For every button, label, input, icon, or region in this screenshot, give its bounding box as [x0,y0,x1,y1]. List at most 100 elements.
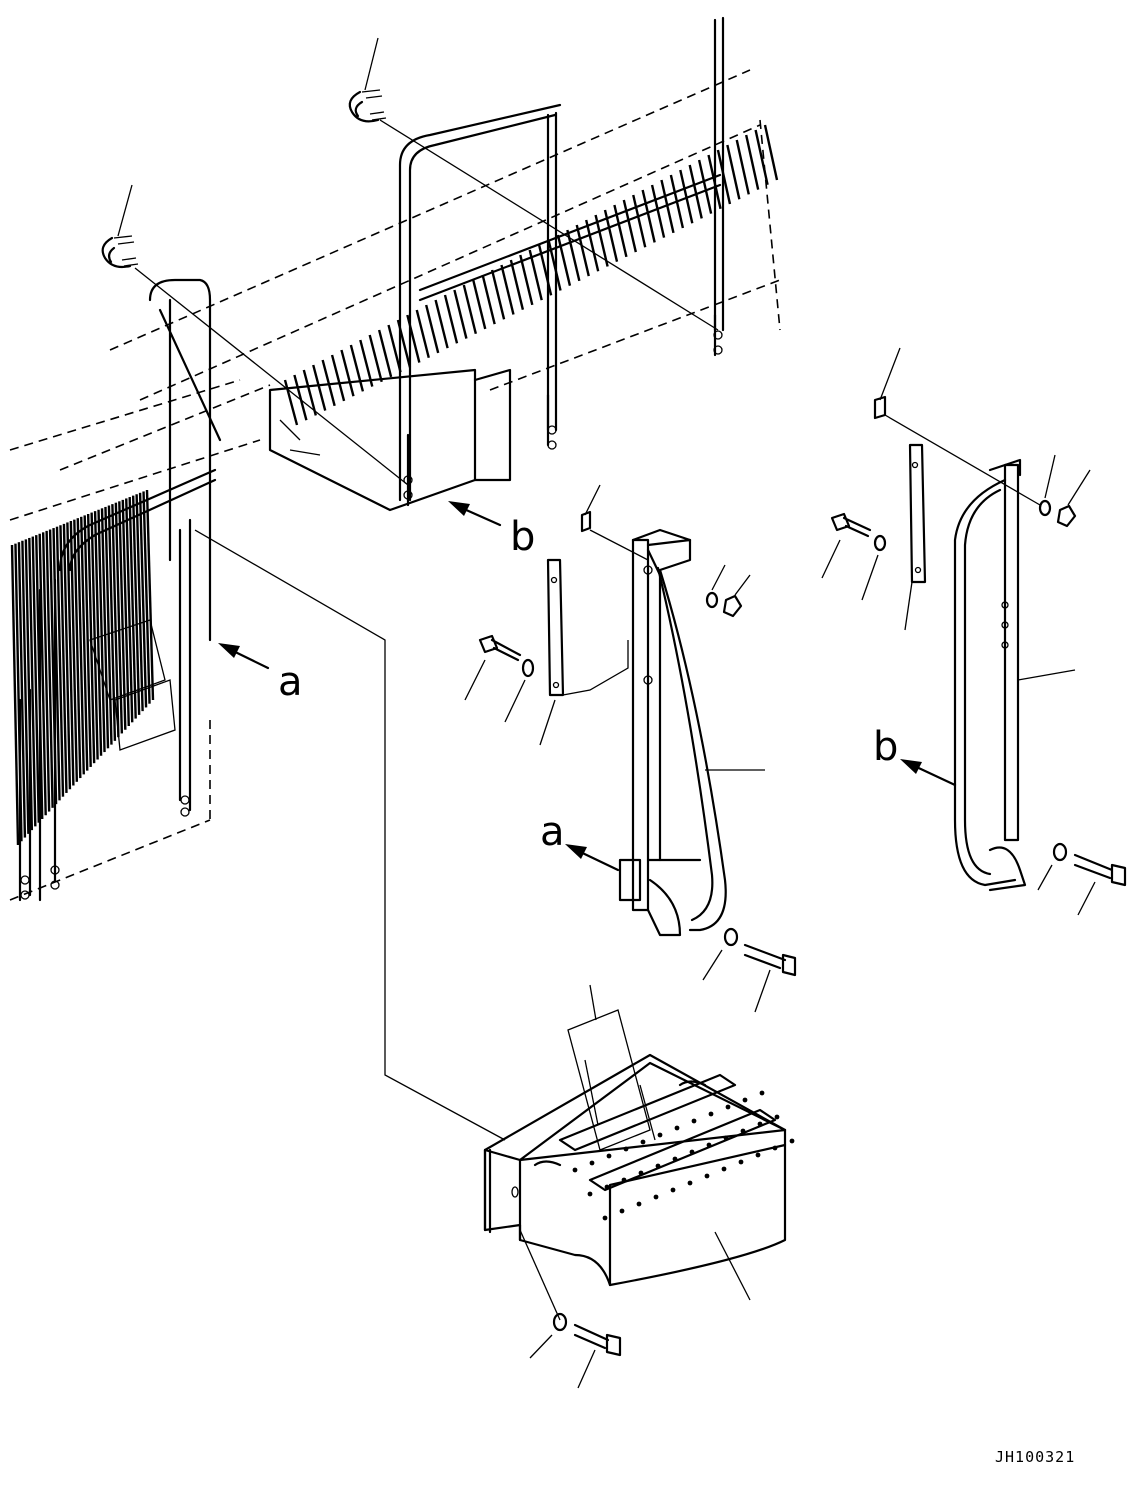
grating-bar [519,254,534,306]
grating-bar [104,506,113,745]
grating-bar [38,533,47,816]
step-hole [670,1187,676,1193]
step-hole [602,1215,608,1221]
grating-bar [118,501,127,730]
grating-bar [688,164,703,219]
step-hole [589,1160,595,1166]
grating-bar [500,264,515,315]
step-hole [759,1090,765,1096]
grating-bar [763,124,779,181]
grating-bar [121,499,130,727]
grating-bar [62,523,72,790]
step-tread-2 [588,1108,777,1192]
grating-bar [66,522,75,786]
grating-bar [128,497,137,719]
grating-bar [321,359,336,407]
grating-bar [340,349,355,397]
grating-bar [575,224,590,277]
step-hole [687,1180,693,1186]
grating-bar [55,526,65,797]
step-hole [604,1184,610,1190]
grating-bar [28,537,37,827]
grating-bar [735,139,750,195]
step-hole [640,1139,646,1145]
grating-bar [131,495,141,715]
step-tread-1 [558,1073,737,1152]
grating-bar [547,239,562,291]
grating-bar [594,214,609,267]
grating-bar [462,284,477,335]
step-hole [636,1201,642,1207]
step-hole [721,1166,727,1172]
grating-bar [59,525,68,793]
bolt-step [529,1312,622,1389]
grating-bar [17,542,27,838]
grating-bar [312,364,327,411]
grating-bar [107,505,117,741]
grating-bar [490,269,506,320]
grating-bar [31,536,40,823]
bolt-right-lower [1037,842,1127,916]
step-hole [755,1152,761,1158]
plate-right [904,443,927,631]
grating-bar [90,512,99,760]
step-hole [704,1173,710,1179]
grating-bar [660,179,675,234]
grating-bar [41,532,51,812]
grating-bar [145,489,155,701]
left-walkway [9,278,261,902]
callout-b-upper: b [510,514,535,560]
grating-bar [641,189,656,243]
grating-bar [73,519,82,779]
grating-bar [21,540,30,834]
step-hole [691,1118,697,1124]
grating-bar [52,528,61,801]
step-hole [774,1114,780,1120]
grating-bar [83,515,92,767]
grating-bar [425,304,440,354]
grating-bar [453,289,468,339]
grating-bar [368,334,383,383]
step-label-plate [567,1009,651,1151]
clip-left [580,510,592,533]
grating-bar [622,199,637,253]
arrow-a-left [218,643,270,670]
grating-bar [93,511,103,756]
grating-bar [111,504,120,738]
grating-bar [556,234,572,286]
grating-bar [359,339,374,387]
grating-bar [377,329,393,378]
step-hole [655,1163,661,1169]
grating-bar [415,309,430,359]
upper-handrail-midrail [418,173,722,302]
step-hole [657,1132,663,1138]
step-box [483,984,795,1321]
drawing-code: JH100321 [995,1448,1075,1466]
bolt-right-upper [821,512,887,601]
grating-bar [142,491,151,704]
step-hole [572,1167,578,1173]
grating-bar [97,509,106,753]
arrow-a-view [565,844,620,872]
grating-bar [138,492,148,708]
step-hole [623,1146,629,1152]
grating-bar [443,294,459,344]
plate-left [539,558,629,746]
walkway-front-panel [268,368,477,512]
arrow-b-upper [448,501,502,527]
upper-grating [283,124,779,426]
step-hole [723,1135,729,1141]
grating-bar [679,169,694,224]
grating-bar [114,502,124,734]
grating-bar [69,520,79,782]
upper-handrail-post-right [713,16,725,332]
step-hole [606,1153,612,1159]
grating-bar [481,274,496,325]
grating-bar [135,494,144,712]
grating-bar [726,144,741,200]
grating-bar [293,374,308,421]
grating-bar [754,129,769,186]
bolt-left-upper [464,634,535,723]
step-hole [638,1170,644,1176]
